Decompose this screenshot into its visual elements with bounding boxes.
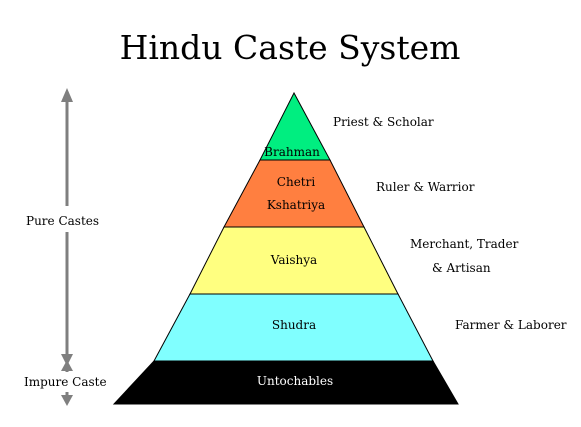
tier-untouchables-shape [112, 360, 459, 405]
tier-kshatriya-label-line1: Chetri [277, 175, 316, 189]
pure-castes-label: Pure Castes [26, 214, 99, 228]
tier-shudra-label: Shudra [272, 318, 316, 332]
tier-kshatriya-label-line2: Kshatriya [267, 198, 325, 212]
impure-caste-arrow [61, 360, 73, 406]
tier-brahman-label: Brahman [264, 145, 320, 159]
tier-vaishya-label: Vaishya [270, 253, 317, 267]
tier-kshatriya-shape [223, 159, 365, 228]
pure-castes-arrow [61, 88, 73, 366]
impure-caste-label: Impure Caste [24, 375, 107, 389]
tier-vaishya-role-line1: Merchant, Trader [410, 237, 519, 251]
tier-vaishya-role-line2: & Artisan [432, 261, 491, 275]
tier-shudra-role: Farmer & Laborer [455, 318, 567, 332]
diagram-title: Hindu Caste System [120, 28, 461, 67]
tier-kshatriya-role: Ruler & Warrior [376, 180, 475, 194]
tier-brahman-role: Priest & Scholar [333, 115, 434, 129]
tier-untouchables-label: Untochables [257, 374, 333, 388]
